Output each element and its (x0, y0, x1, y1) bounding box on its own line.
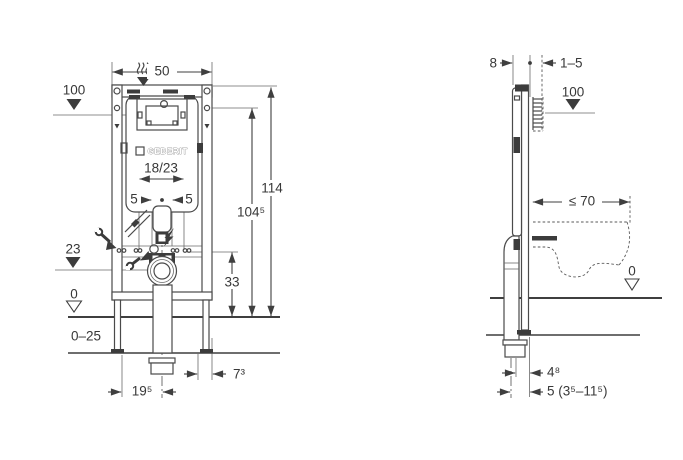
level-marker-open (65, 300, 83, 313)
fixing-spacing-label: 18/23 (144, 161, 178, 176)
drain-socket-side (502, 339, 528, 346)
panel-height-label: 104⁵ (237, 205, 265, 220)
dimension-offsets: 5 5 (130, 192, 193, 207)
screw-hole (203, 87, 211, 95)
drain-offset-label: 19⁵ (132, 384, 153, 399)
dimension-fixing-spacing: 18/23 (139, 161, 184, 183)
marker-floor-level-side: 0 (623, 264, 641, 292)
offset-left-label: 5 (130, 192, 138, 207)
bowl-depth-label: ≤ 70 (569, 194, 595, 209)
dimension-overall-height: 114 (258, 87, 285, 316)
adjust-marker (140, 251, 151, 261)
lightning-icon (163, 228, 174, 247)
bracket-height-label: 33 (224, 275, 239, 290)
flush-actuator-hatch (532, 97, 544, 132)
dimension-bracket-height: 33 (221, 252, 243, 316)
overall-height-label: 114 (261, 181, 283, 196)
dimension-width-top: 50 (112, 64, 212, 79)
screw-hole (113, 87, 121, 95)
level-marker-filled (565, 99, 581, 110)
geberit-logo: GEBERIT (135, 146, 188, 156)
frame-depth-label: 8 (489, 56, 497, 71)
front-view: GEBERIT 18/23 5 5 (53, 62, 285, 399)
width-top-label: 50 (154, 64, 169, 79)
drain-height-label: 23 (65, 242, 80, 257)
marker-floor-level: 0 (65, 287, 83, 313)
level-marker-open (623, 278, 641, 292)
drain-socket (148, 357, 176, 364)
dimension-frame-depth: 8 1–5 (489, 56, 582, 71)
marker-drain-height: 23 (65, 242, 81, 268)
frame-foot-right (202, 299, 210, 351)
dimension-panel-height: 104⁵ (235, 108, 268, 316)
filling-valve (124, 209, 151, 238)
floor-lines-front (68, 316, 280, 354)
side-view: 8 1–5 (486, 55, 662, 399)
adjust-marker (106, 240, 117, 250)
floor-buildup-label: 0–25 (71, 329, 101, 344)
drain-flange (146, 255, 178, 287)
inspection-window (136, 98, 188, 131)
frame-foot-left (113, 299, 122, 351)
dimension-bowl-depth: ≤ 70 (532, 194, 630, 209)
inspection-window-side (513, 137, 520, 153)
dimension-foot-offset: 7³ (184, 367, 246, 382)
cistern-side (511, 87, 523, 237)
floor-level-side-label: 0 (628, 264, 636, 279)
floor-level-label: 0 (70, 287, 78, 302)
drain-offset-b-label: 5 (3⁵–11⁵) (547, 384, 607, 399)
offset-right-label: 5 (185, 192, 193, 207)
foot-offset-label: 7³ (233, 367, 246, 382)
wrench-icon (125, 256, 141, 271)
frame-rail-side (520, 84, 530, 331)
frame-profile-side (502, 84, 531, 358)
marker-actuation-height: 100 (63, 83, 86, 110)
brand-label: GEBERIT (148, 147, 188, 156)
actuation-height-label: 100 (63, 83, 86, 98)
dimension-drain-offset-a: 4⁸ (502, 365, 560, 380)
flush-bend-side (503, 235, 520, 341)
fixing-plate (116, 244, 192, 254)
actuation-height-side-label: 100 (562, 85, 585, 100)
level-marker-filled (65, 257, 81, 268)
finish-range-label: 1–5 (560, 56, 583, 71)
wrench-icon (94, 227, 112, 244)
dimension-dot (528, 61, 532, 65)
fixing-rod (532, 236, 557, 241)
screw-hole (203, 104, 211, 112)
drain-pipe (148, 284, 176, 375)
dimension-drain-offset: 19⁵ (108, 384, 176, 399)
screw-hole (113, 104, 121, 112)
flush-valve (149, 205, 175, 263)
wc-pan-outline (533, 221, 631, 278)
marker-actuation-height-side: 100 (545, 85, 595, 114)
drain-offset-a-label: 4⁸ (547, 365, 560, 380)
dimension-drain-offset-b: 5 (3⁵–11⁵) (497, 384, 607, 399)
level-marker-filled (66, 99, 82, 110)
